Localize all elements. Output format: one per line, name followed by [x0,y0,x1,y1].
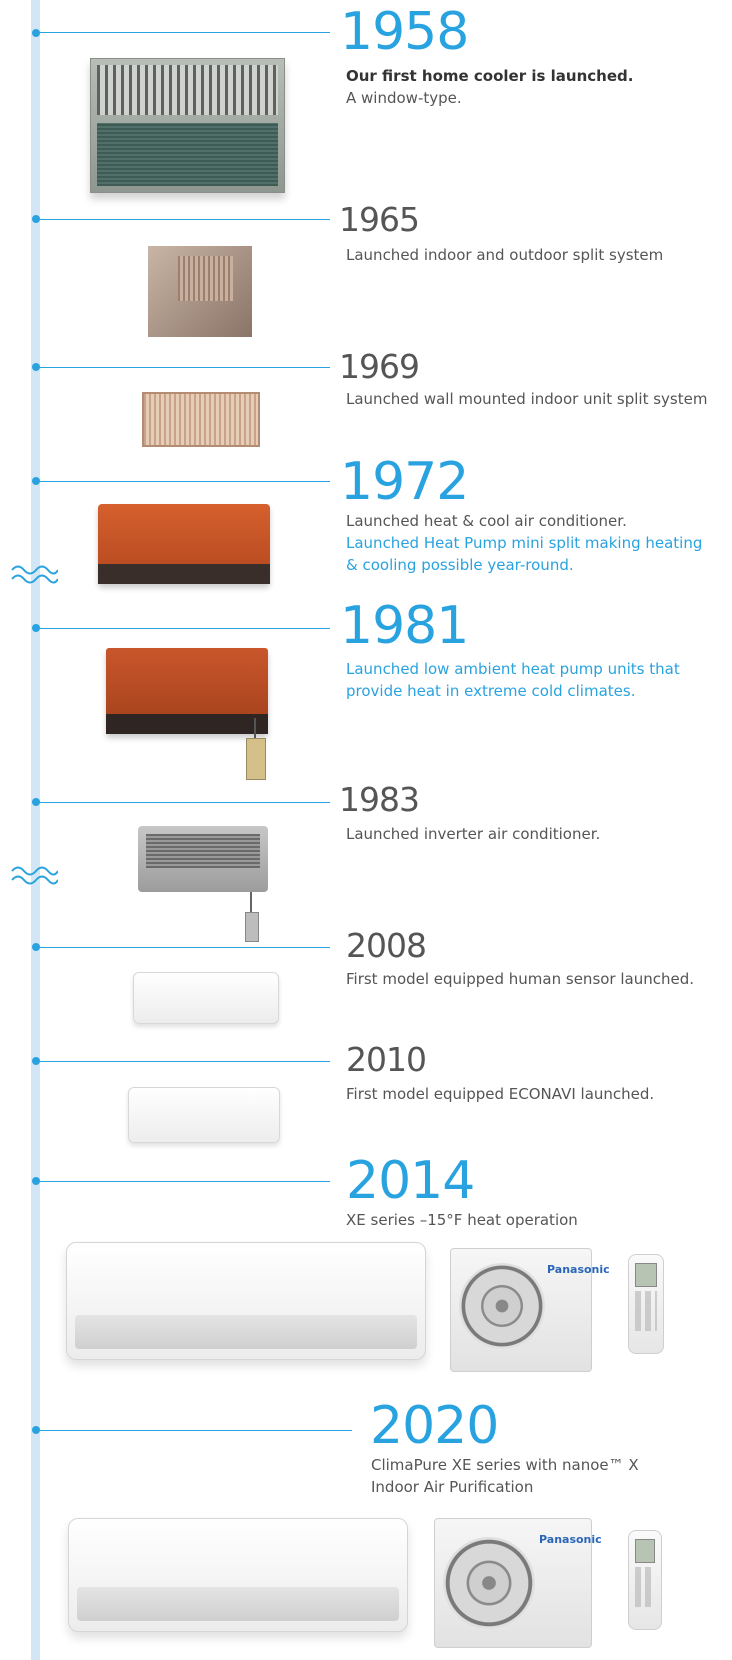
year-1969: 1969 [339,347,420,386]
timeline-connector [36,32,330,33]
timeline-dot [32,1177,40,1185]
climapure-outdoor-unit-image: Panasonic [434,1518,602,1648]
timeline-rail [31,0,40,1660]
year-1983: 1983 [339,780,420,819]
timeline-connector [36,802,330,803]
timeline-dot [32,477,40,485]
timeline-connector [36,219,330,220]
description-line: Launched indoor and outdoor split system [346,246,664,264]
description-line-highlight: Launched Heat Pump mini split making hea… [346,534,703,552]
description-1981: Launched low ambient heat pump units tha… [346,658,680,702]
climapure-indoor-unit-image [68,1518,408,1632]
description-line: Indoor Air Purification [371,1478,534,1496]
description-line-highlight: provide heat in extreme cold climates. [346,682,636,700]
year-1958: 1958 [340,2,469,62]
description-line: ClimaPure XE series with nanoe™ X [371,1456,639,1474]
heat-cool-unit-image [98,504,270,584]
xe-indoor-unit-image [66,1242,426,1360]
timeline-connector [36,628,330,629]
econavi-unit-image [128,1087,280,1143]
timeline-connector [36,1181,330,1182]
timeline-dot [32,1426,40,1434]
year-2008: 2008 [346,926,427,965]
brand-label: Panasonic [547,1263,610,1276]
low-ambient-heat-pump-image [106,648,268,780]
description-line: XE series –15°F heat operation [346,1211,578,1229]
timeline-connector [36,481,330,482]
description-line: Launched heat & cool air conditioner. [346,512,627,530]
description-2008: First model equipped human sensor launch… [346,968,694,990]
year-1965: 1965 [339,200,420,239]
timeline-dot [32,215,40,223]
year-1972: 1972 [340,452,469,512]
timeline-connector [36,1430,352,1431]
description-2010: First model equipped ECONAVI launched. [346,1083,654,1105]
description-1972: Launched heat & cool air conditioner. La… [346,510,702,576]
remote-control-image [628,1530,662,1630]
timeline-dot [32,798,40,806]
description-2020: ClimaPure XE series with nanoe™ X Indoor… [371,1454,639,1498]
timeline-dot [32,624,40,632]
description-1965: Launched indoor and outdoor split system [346,244,663,266]
timeline-connector [36,947,330,948]
description-line: Launched inverter air conditioner. [346,825,601,843]
description-line-highlight: Launched low ambient heat pump units tha… [346,660,680,678]
description-line: First model equipped human sensor launch… [346,970,695,988]
wave-break-icon [11,565,58,584]
inverter-unit-image [138,826,268,942]
xe-outdoor-unit-image: Panasonic [450,1248,610,1372]
year-2014: 2014 [346,1151,475,1211]
description-1969: Launched wall mounted indoor unit split … [346,388,707,410]
timeline-dot [32,29,40,37]
wave-break-icon [11,866,58,885]
timeline-connector [36,1061,330,1062]
description-line: Our first home cooler is launched. [346,67,634,85]
description-1958: Our first home cooler is launched. A win… [346,65,633,109]
timeline-dot [32,943,40,951]
timeline-dot [32,363,40,371]
timeline-dot [32,1057,40,1065]
window-cooler-image [90,58,285,193]
timeline-connector [36,367,330,368]
description-2014: XE series –15°F heat operation [346,1209,578,1231]
split-system-image [148,246,252,337]
remote-control-image [628,1254,664,1354]
description-line: Launched wall mounted indoor unit split … [346,390,708,408]
description-line: First model equipped ECONAVI launched. [346,1085,655,1103]
brand-label: Panasonic [539,1533,602,1546]
human-sensor-unit-image [133,972,279,1024]
wall-mounted-unit-image [142,392,260,447]
year-2010: 2010 [346,1040,427,1079]
description-line-highlight: & cooling possible year-round. [346,556,574,574]
year-1981: 1981 [340,596,469,656]
year-2020: 2020 [370,1396,499,1456]
description-line: A window-type. [346,89,462,107]
description-1983: Launched inverter air conditioner. [346,823,600,845]
